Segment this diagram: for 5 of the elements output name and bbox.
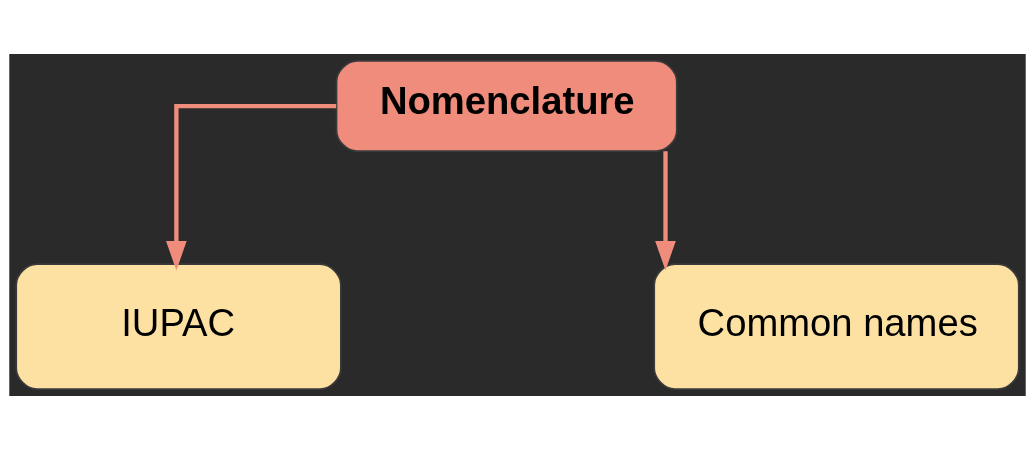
node-box: Common names <box>653 263 1020 390</box>
arrow <box>655 151 676 271</box>
node-box: IUPAC <box>15 263 342 390</box>
node-box: Nomenclature <box>335 60 678 153</box>
arrow <box>166 103 337 271</box>
